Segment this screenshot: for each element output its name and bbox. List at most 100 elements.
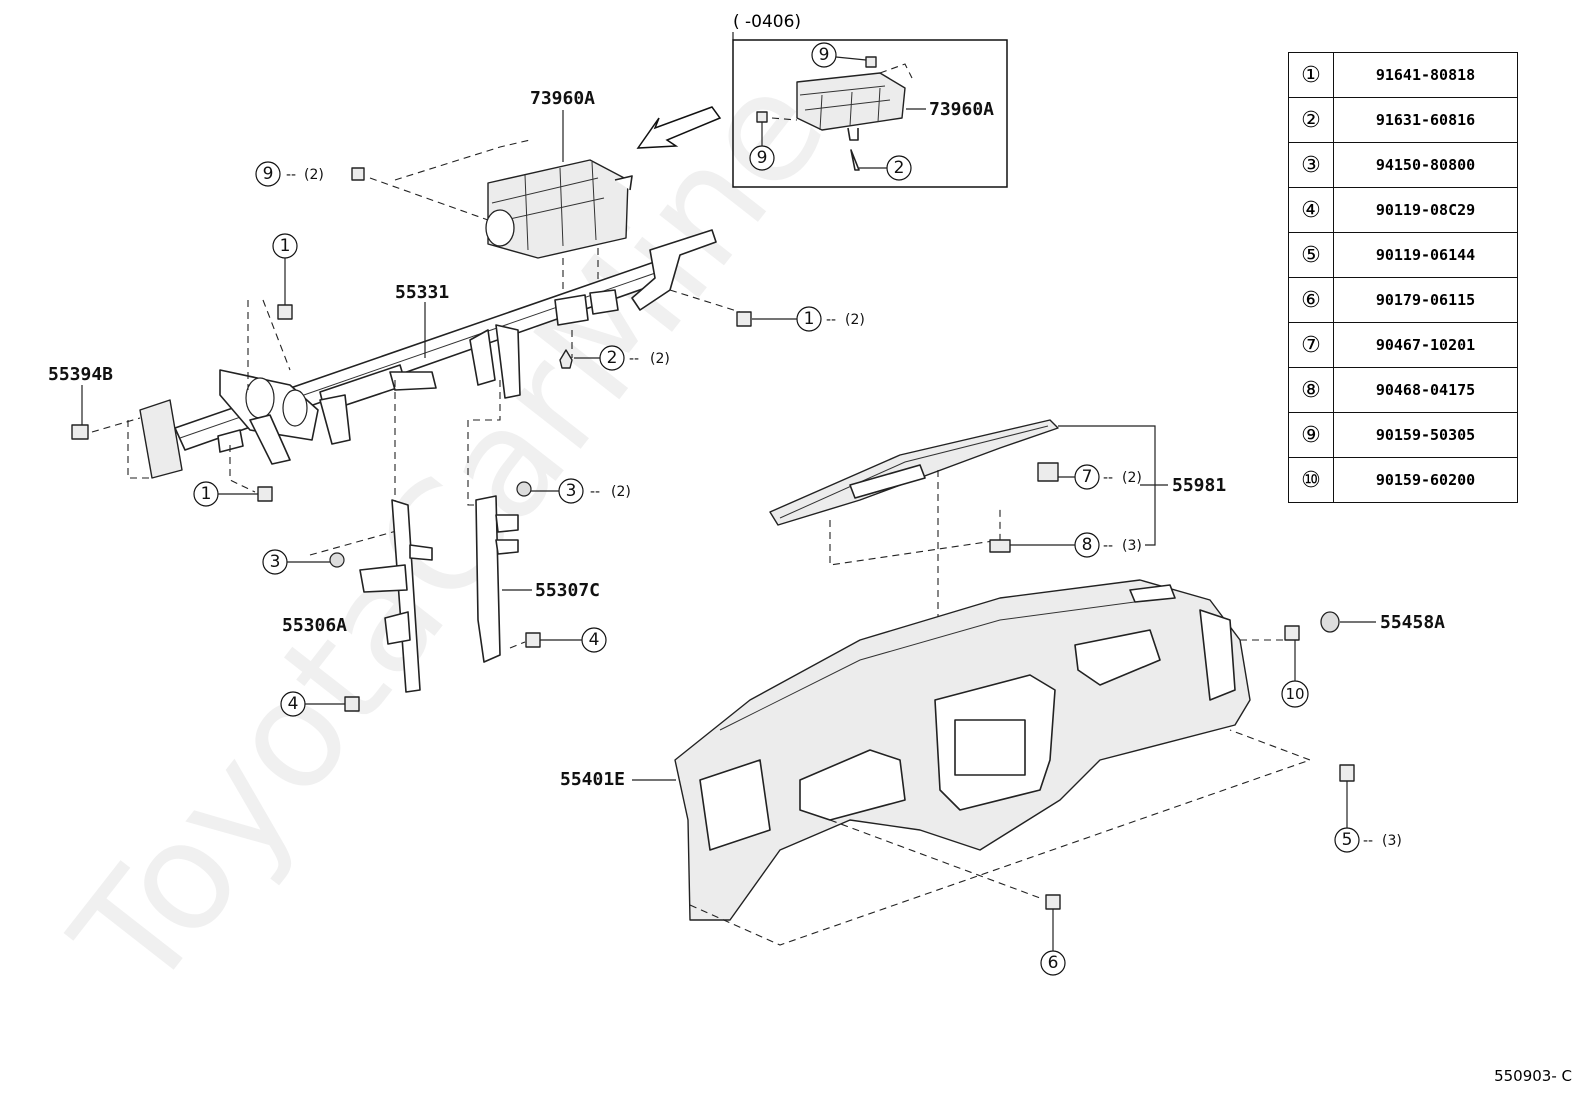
legend-part-code: 91641-80818 bbox=[1333, 52, 1518, 98]
svg-text:1: 1 bbox=[280, 236, 291, 256]
svg-text:--: -- bbox=[1363, 833, 1373, 849]
legend-number: ① bbox=[1288, 52, 1334, 98]
callout-2-main: 2 -- (2) bbox=[559, 345, 670, 371]
airbag-label: 73960A bbox=[530, 88, 595, 109]
callout-8: 8 -- (3) bbox=[1010, 532, 1142, 558]
defroster-label: 55981 bbox=[1172, 475, 1226, 496]
svg-text:--: -- bbox=[590, 484, 600, 500]
cushion-drawing bbox=[1320, 611, 1340, 633]
svg-text:(2): (2) bbox=[845, 312, 865, 328]
svg-text:(2): (2) bbox=[611, 484, 631, 500]
legend-number: ⑩ bbox=[1288, 457, 1334, 503]
legend-part-code: 90159-60200 bbox=[1333, 457, 1518, 503]
callout-2-inset: 2 bbox=[859, 155, 912, 181]
callout-3-right: 3 -- (2) bbox=[516, 478, 631, 504]
reference-arrow bbox=[636, 106, 722, 149]
svg-text:3: 3 bbox=[566, 481, 577, 501]
callout-9-inset: 9 bbox=[749, 122, 775, 171]
svg-text:--: -- bbox=[826, 312, 836, 328]
callout-6: 6 bbox=[1040, 909, 1066, 976]
svg-text:(2): (2) bbox=[650, 351, 670, 367]
svg-text:(2): (2) bbox=[1122, 470, 1142, 486]
legend-part-code: 90467-10201 bbox=[1333, 322, 1518, 368]
brace-right-drawing bbox=[475, 495, 519, 663]
svg-text:--: -- bbox=[1103, 538, 1113, 554]
inset-airbag-label: 73960A bbox=[929, 99, 994, 120]
callout-4-left: 4 bbox=[280, 691, 360, 717]
legend-number: ③ bbox=[1288, 142, 1334, 188]
legend-number: ⑧ bbox=[1288, 367, 1334, 413]
svg-text:2: 2 bbox=[607, 348, 618, 368]
callout-3-left: 3 bbox=[262, 549, 345, 575]
brace-center-drawing bbox=[359, 499, 433, 693]
callout-5: 5 -- (3) bbox=[1334, 781, 1402, 853]
svg-text:2: 2 bbox=[894, 158, 905, 178]
callout-1-top: 1 bbox=[272, 233, 298, 320]
svg-text:1: 1 bbox=[804, 309, 815, 329]
svg-text:--: -- bbox=[629, 351, 639, 367]
callout-9-main: 9 -- (2) bbox=[255, 161, 365, 187]
legend-part-code: 91631-60816 bbox=[1333, 97, 1518, 143]
inset-range-label: ( -0406) bbox=[733, 12, 802, 32]
svg-text:(2): (2) bbox=[304, 167, 324, 183]
brace-right-label: 55307C bbox=[535, 580, 600, 601]
callout-7: 7 -- (2) bbox=[1058, 464, 1142, 490]
legend-part-code: 90119-06144 bbox=[1333, 232, 1518, 278]
callout-10: 10 bbox=[1281, 640, 1309, 708]
inset-box: 73960A 9 9 2 bbox=[732, 32, 1008, 188]
cushion-label: 55458A bbox=[1380, 612, 1445, 633]
legend-number: ⑤ bbox=[1288, 232, 1334, 278]
reinforcement-drawing bbox=[139, 229, 717, 479]
svg-text:--: -- bbox=[286, 167, 296, 183]
airbag-drawing bbox=[485, 159, 633, 259]
callout-9-inset-top: 9 bbox=[811, 42, 867, 68]
svg-text:9: 9 bbox=[263, 164, 274, 184]
panel-label: 55401E bbox=[560, 769, 625, 790]
svg-text:3: 3 bbox=[270, 552, 281, 572]
svg-text:7: 7 bbox=[1082, 467, 1093, 487]
brace-center-label: 55306A bbox=[282, 615, 347, 636]
svg-text:9: 9 bbox=[757, 148, 768, 168]
legend-part-code: 94150-80800 bbox=[1333, 142, 1518, 188]
inset-airbag-drawing bbox=[756, 56, 913, 171]
defroster-drawing bbox=[769, 419, 1059, 526]
svg-text:(3): (3) bbox=[1382, 833, 1402, 849]
svg-text:(3): (3) bbox=[1122, 538, 1142, 554]
svg-text:--: -- bbox=[1103, 470, 1113, 486]
svg-text:6: 6 bbox=[1048, 953, 1059, 973]
legend-number: ④ bbox=[1288, 187, 1334, 233]
callout-1-bottom: 1 bbox=[193, 481, 273, 507]
legend-part-code: 90159-50305 bbox=[1333, 412, 1518, 458]
legend-number: ② bbox=[1288, 97, 1334, 143]
svg-text:1: 1 bbox=[201, 484, 212, 504]
legend-part-code: 90468-04175 bbox=[1333, 367, 1518, 413]
svg-text:10: 10 bbox=[1285, 685, 1304, 703]
legend-number: ⑦ bbox=[1288, 322, 1334, 368]
legend-part-code: 90179-06115 bbox=[1333, 277, 1518, 323]
svg-text:4: 4 bbox=[589, 630, 600, 650]
svg-text:8: 8 bbox=[1082, 535, 1093, 555]
legend-part-code: 90119-08C29 bbox=[1333, 187, 1518, 233]
callout-1-right: 1 -- (2) bbox=[736, 306, 865, 332]
legend-number: ⑨ bbox=[1288, 412, 1334, 458]
reinforcement-label: 55331 bbox=[395, 282, 449, 303]
instrument-panel-drawing bbox=[674, 579, 1251, 921]
left-bracket-label: 55394B bbox=[48, 364, 113, 385]
svg-text:4: 4 bbox=[288, 694, 299, 714]
diagram-code: 550903- C bbox=[1494, 1067, 1572, 1085]
svg-text:9: 9 bbox=[819, 45, 830, 65]
callout-4-right: 4 bbox=[525, 627, 607, 653]
svg-text:5: 5 bbox=[1342, 830, 1353, 850]
